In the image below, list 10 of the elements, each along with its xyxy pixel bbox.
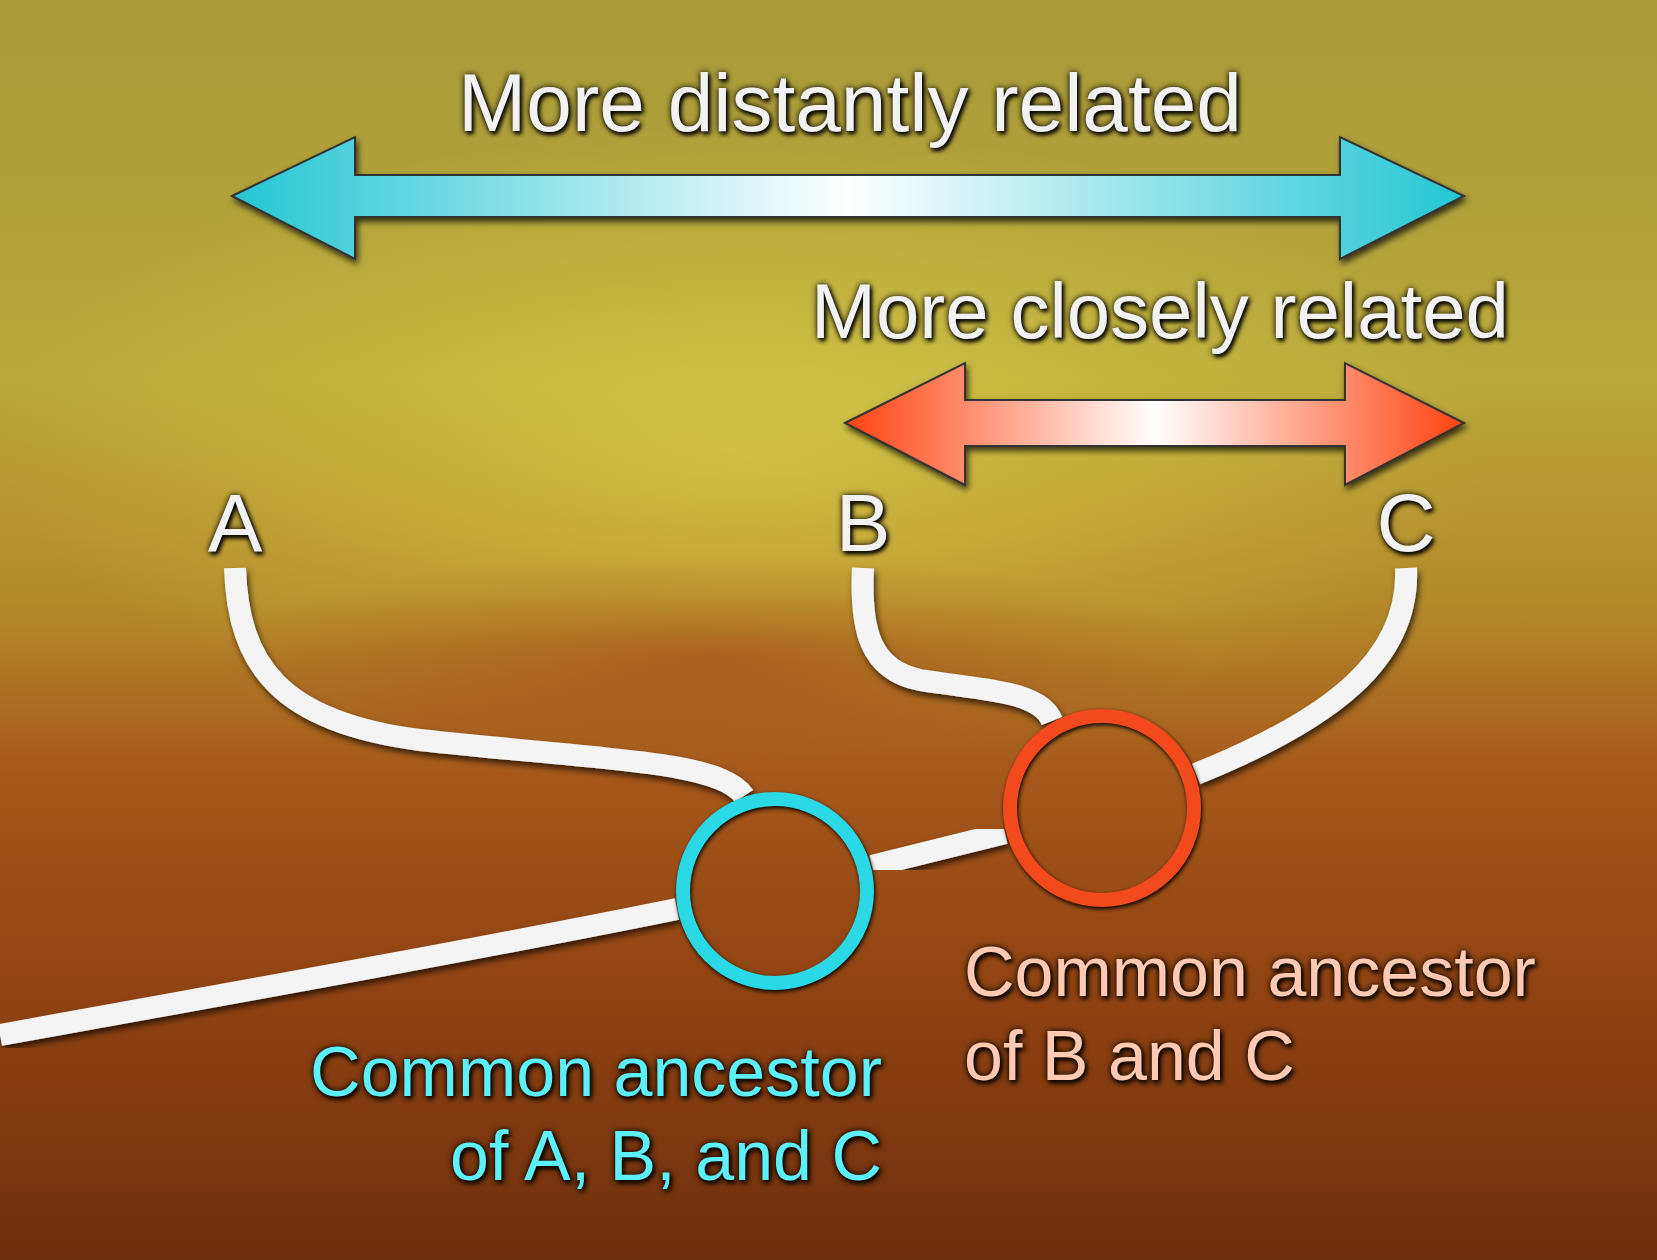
taxon-label: B [823,482,903,564]
taxon-label: A [195,482,275,564]
tree-branch [0,898,680,1046]
tree-branch [869,822,1008,877]
caption-text: Common ancestor of A, B, and C [309,1032,882,1197]
caption-text: Common ancestor of B and C [964,932,1537,1097]
ancestor-circle [1002,708,1202,908]
tree-branch [224,567,752,804]
taxon-label: C [1366,482,1446,564]
ancestor-circle [675,791,875,991]
